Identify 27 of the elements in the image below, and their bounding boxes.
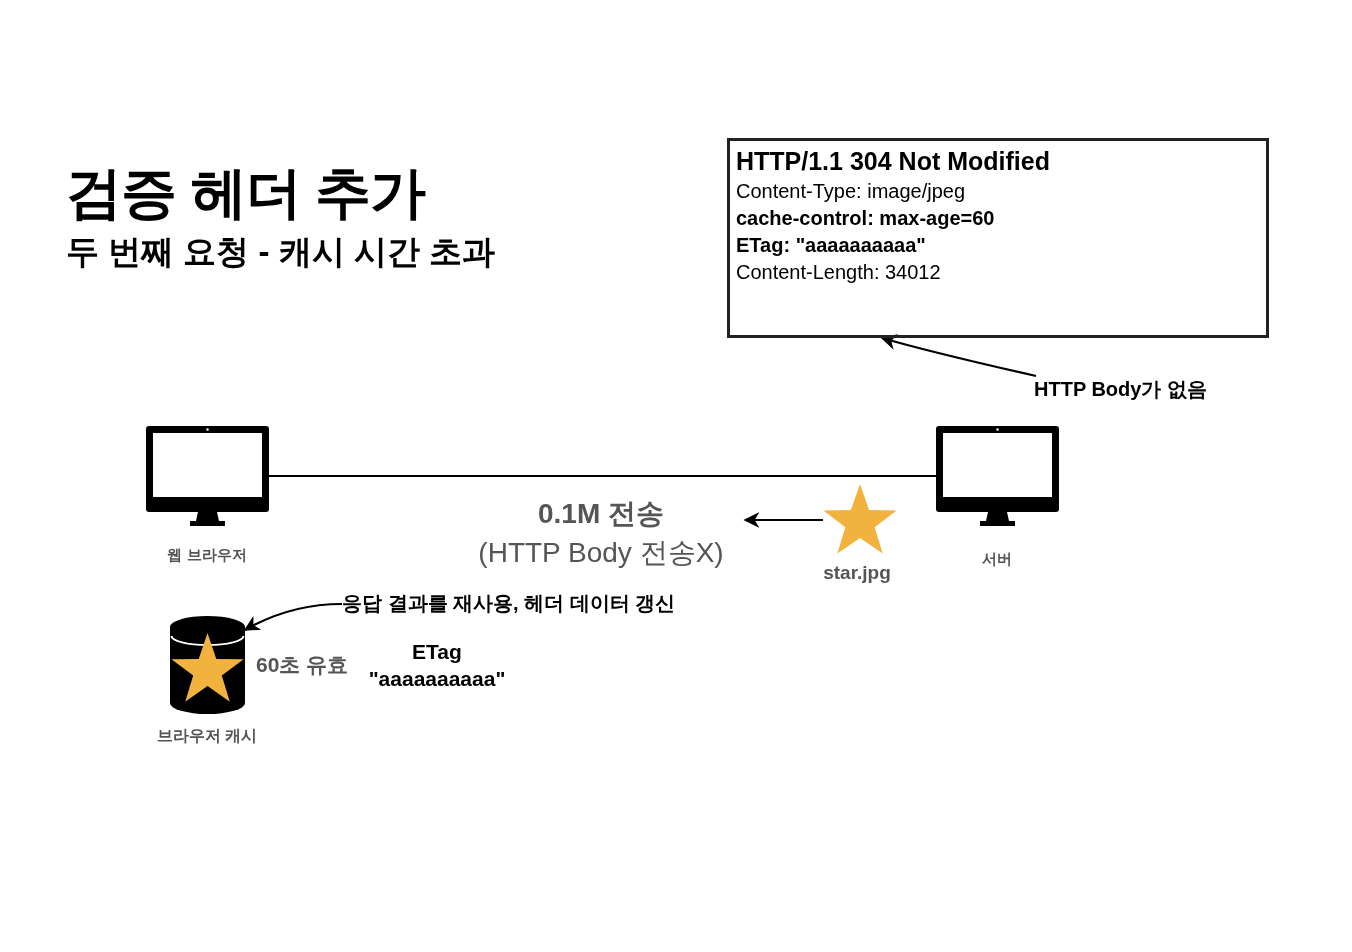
status-line: HTTP/1.1 304 Not Modified xyxy=(736,147,1051,176)
node-caption: 서버 xyxy=(982,550,1012,567)
header-line: cache-control: max-age=60 xyxy=(736,207,996,230)
header-line: Content-Type: image/jpeg xyxy=(736,180,967,203)
diagram-title: 검증 헤더 추가 xyxy=(66,160,426,226)
monitor-icon xyxy=(936,426,1059,526)
star-icon xyxy=(823,484,897,554)
node-caption: 브라우저 캐시 xyxy=(156,727,258,744)
arrow xyxy=(880,334,1037,378)
header-line: Content-Length: 34012 xyxy=(736,261,942,284)
header-line: ETag: "aaaaaaaaaa" xyxy=(736,234,927,257)
node-caption: 웹 브라우저 xyxy=(167,546,247,563)
arrow xyxy=(243,602,343,631)
etag-value: "aaaaaaaaaa" xyxy=(368,667,506,690)
node-caption: star.jpg xyxy=(823,562,891,583)
validity-label: 60초 유효 xyxy=(256,653,349,676)
transfer-note: (HTTP Body 전송X) xyxy=(478,537,724,568)
cache-cylinder xyxy=(170,615,245,715)
subtitle: 두 번째 요청 - 캐시 시간 초과 xyxy=(66,233,495,270)
arrow xyxy=(743,512,823,528)
annotation-text: 응답 결과를 재사용, 헤더 데이터 갱신 xyxy=(342,590,687,618)
etag-label: ETag xyxy=(412,640,462,663)
monitor-icon xyxy=(146,426,269,526)
transfer-label: 0.1M 전송 xyxy=(538,498,664,529)
http-response-box xyxy=(727,138,1269,338)
annotation-text: HTTP Body가 없음 xyxy=(1034,376,1234,402)
connector-line xyxy=(269,474,936,478)
